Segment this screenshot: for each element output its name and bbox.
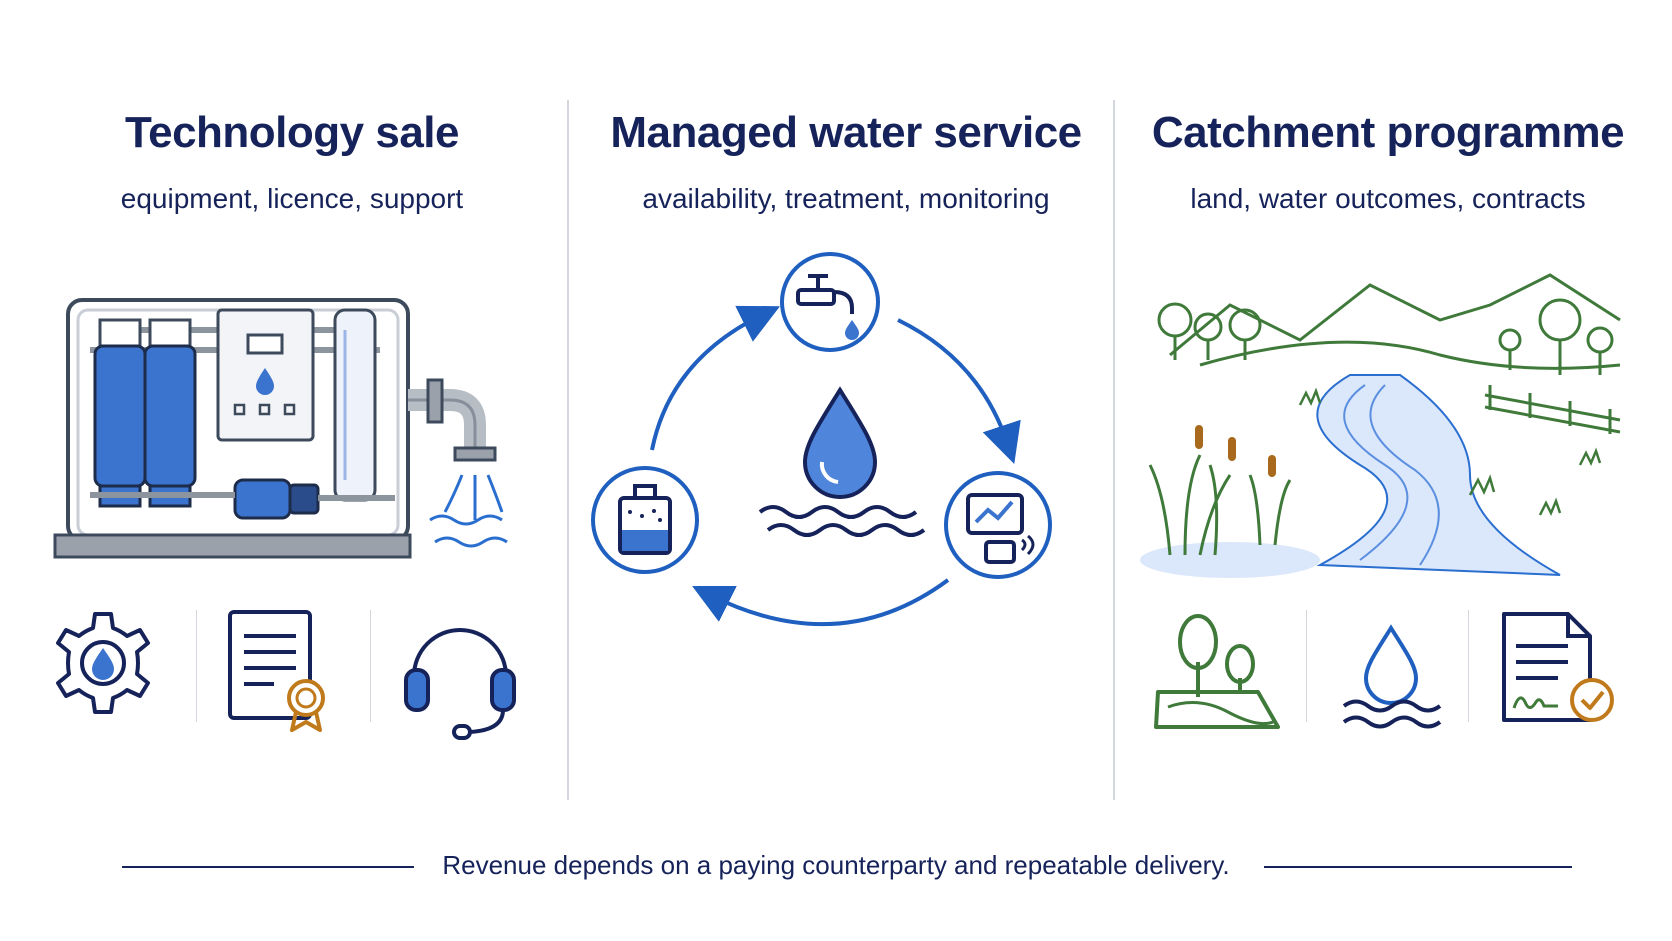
footer-rule-right <box>1264 866 1572 868</box>
footer-caption: Revenue depends on a paying counterparty… <box>442 850 1230 880</box>
column-divider-right <box>1113 100 1115 800</box>
treatment-tank-icon <box>591 466 699 574</box>
icon-divider <box>370 610 371 722</box>
icon-divider <box>196 610 197 722</box>
water-drop-icon <box>758 386 926 537</box>
cycle-arrow-top-left <box>650 305 780 451</box>
column-divider-left <box>567 100 569 800</box>
catchment-landscape-illustration <box>1140 273 1621 578</box>
catchment-programme-subtitle: land, water outcomes, contracts <box>1190 183 1586 214</box>
signed-contract-icon <box>1502 612 1614 722</box>
licence-certificate-icon <box>228 610 325 732</box>
tap-availability-icon <box>780 252 880 352</box>
water-equipment-gear-icon <box>56 612 150 714</box>
managed-service-title: Managed water service <box>610 108 1082 157</box>
water-outcome-drop-icon <box>1342 624 1442 729</box>
icon-divider <box>1468 610 1469 722</box>
cycle-arrow-bottom <box>692 578 950 627</box>
catchment-programme-title: Catchment programme <box>1151 108 1625 157</box>
managed-service-cycle-diagram <box>591 252 1052 627</box>
water-treatment-equipment-illustration <box>53 298 508 559</box>
icon-divider <box>1306 610 1307 722</box>
monitoring-screen-icon <box>944 471 1052 579</box>
technology-sale-title: Technology sale <box>125 108 460 157</box>
technology-sale-subtitle: equipment, licence, support <box>120 183 464 214</box>
managed-service-subtitle: availability, treatment, monitoring <box>642 183 1050 214</box>
land-trees-icon <box>1154 614 1280 729</box>
support-headset-icon <box>404 628 516 740</box>
footer-rule-left <box>122 866 414 868</box>
cycle-arrow-top-right <box>897 318 1021 464</box>
